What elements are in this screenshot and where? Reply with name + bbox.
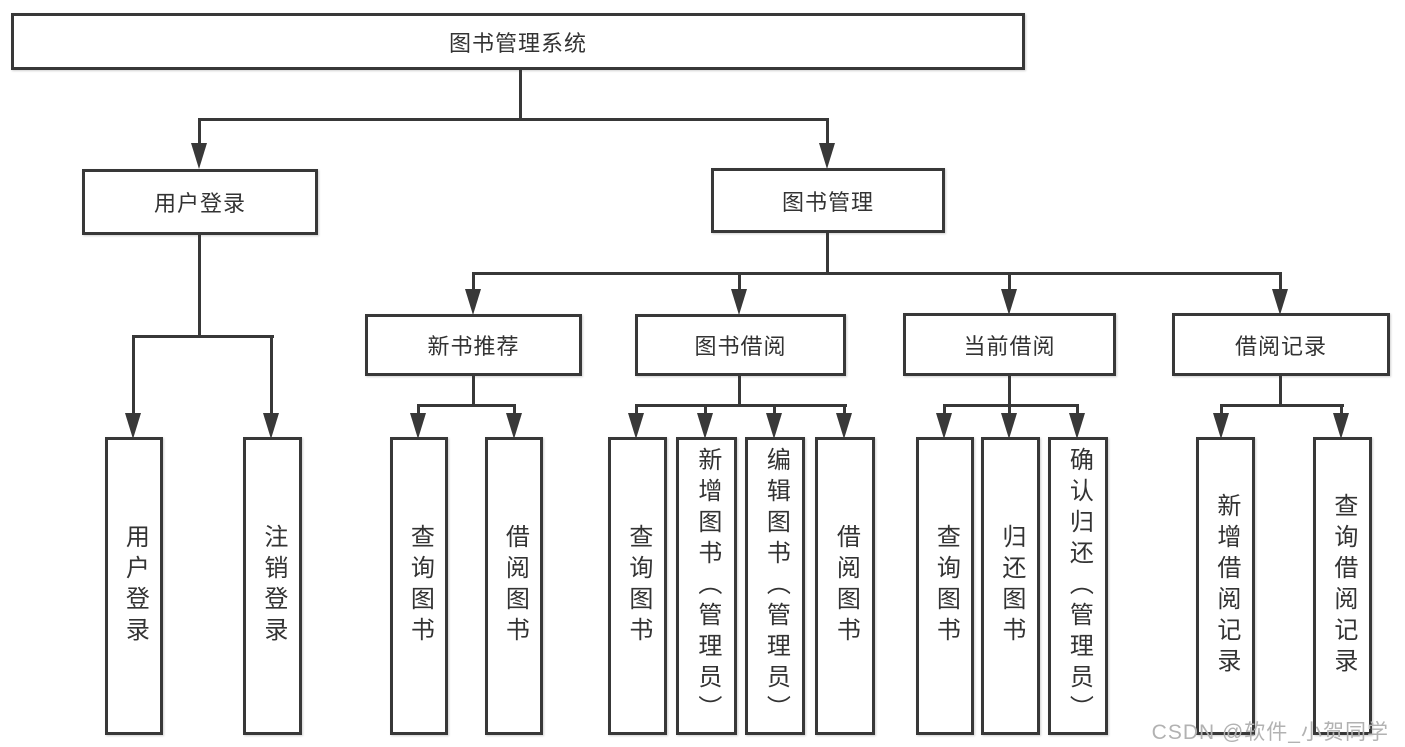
connector-vline xyxy=(519,70,522,121)
connector-arrow-shaft xyxy=(704,404,707,418)
node-label: 查询借阅记录 xyxy=(1329,493,1357,679)
node-label: 图书管理 xyxy=(781,189,874,215)
node-book-management: 图书管理 xyxy=(711,168,945,233)
arrow-down-icon xyxy=(936,413,952,439)
arrow-down-icon xyxy=(1213,413,1229,439)
node-leaf-add-borrow-record: 新增借阅记录 xyxy=(1196,437,1255,735)
node-label: 新书推荐 xyxy=(427,334,520,359)
node-leaf-query-borrow-record: 查询借阅记录 xyxy=(1313,437,1372,735)
node-label: 用户登录 xyxy=(153,191,246,216)
connector-hline xyxy=(1220,404,1344,407)
arrow-down-icon xyxy=(263,413,279,439)
node-leaf-logout: 注销登录 xyxy=(243,437,302,735)
node-user-login-group: 用户登录 xyxy=(82,169,318,235)
node-leaf-borrow-books: 借阅图书 xyxy=(815,437,875,735)
connector-vline xyxy=(1008,374,1011,407)
connector-arrow-shaft xyxy=(513,404,516,418)
node-label: 借阅记录 xyxy=(1234,333,1327,359)
node-label: 注销登录 xyxy=(259,524,287,648)
connector-arrow-shaft xyxy=(635,404,638,418)
node-label: 新增图书（管理员） xyxy=(693,446,721,726)
node-label: 确认归还（管理员） xyxy=(1065,446,1093,726)
connector-arrow-shaft xyxy=(826,118,829,148)
connector-arrow-shaft xyxy=(943,404,946,418)
connector-arrow-shaft xyxy=(1340,404,1343,418)
node-leaf-add-books-admin: 新增图书（管理员） xyxy=(676,437,737,735)
arrow-down-icon xyxy=(1001,289,1017,315)
connector-arrow-shaft xyxy=(472,272,475,296)
node-new-book-recommend: 新书推荐 xyxy=(365,314,582,376)
node-label: 当前借阅 xyxy=(963,333,1056,359)
connector-arrow-shaft xyxy=(1076,404,1079,418)
connector-arrow-shaft xyxy=(270,335,273,417)
arrow-down-icon xyxy=(465,289,481,315)
node-leaf-query-books-recommend: 查询图书 xyxy=(390,437,448,735)
csdn-watermark: CSDN @软件_小贺同学 xyxy=(1151,721,1389,744)
arrow-down-icon xyxy=(410,413,426,439)
node-leaf-query-books-current: 查询图书 xyxy=(916,437,974,735)
connector-arrow-shaft xyxy=(843,404,846,418)
arrow-down-icon xyxy=(697,413,713,439)
arrow-down-icon xyxy=(1272,289,1288,315)
node-label: 图书借阅 xyxy=(694,334,787,359)
node-label: 查询图书 xyxy=(932,524,960,648)
node-borrow-records: 借阅记录 xyxy=(1172,313,1390,376)
node-leaf-edit-books-admin: 编辑图书（管理员） xyxy=(745,437,805,735)
node-label: 图书管理系统 xyxy=(448,30,587,56)
node-leaf-query-books-borrow: 查询图书 xyxy=(608,437,667,735)
arrow-down-icon xyxy=(731,289,747,315)
connector-arrow-shaft xyxy=(132,335,135,417)
connector-vline xyxy=(472,374,475,407)
node-book-borrowing: 图书借阅 xyxy=(635,314,846,376)
connector-vline xyxy=(738,374,741,407)
connector-hline xyxy=(635,404,847,407)
node-label: 查询图书 xyxy=(406,524,434,648)
connector-arrow-shaft xyxy=(738,272,741,296)
arrow-down-icon xyxy=(766,413,782,439)
connector-hline xyxy=(472,272,1282,275)
connector-arrow-shaft xyxy=(1008,272,1011,296)
connector-arrow-shaft xyxy=(1220,404,1223,418)
arrow-down-icon xyxy=(1069,413,1085,439)
connector-vline xyxy=(198,234,201,338)
node-current-borrowing: 当前借阅 xyxy=(903,313,1116,376)
arrow-down-icon xyxy=(506,413,522,439)
node-label: 借阅图书 xyxy=(501,524,529,648)
connector-arrow-shaft xyxy=(773,404,776,418)
node-label: 编辑图书（管理员） xyxy=(762,446,790,726)
connector-arrow-shaft xyxy=(1279,272,1282,296)
node-leaf-return-books: 归还图书 xyxy=(981,437,1040,735)
node-leaf-borrow-books-recommend: 借阅图书 xyxy=(485,437,543,735)
connector-arrow-shaft xyxy=(1008,404,1011,418)
arrow-down-icon xyxy=(836,413,852,439)
arrow-down-icon xyxy=(1001,413,1017,439)
arrow-down-icon xyxy=(819,143,835,169)
arrow-down-icon xyxy=(191,143,207,169)
node-label: 用户登录 xyxy=(121,524,149,648)
connector-arrow-shaft xyxy=(417,404,420,418)
node-label: 新增借阅记录 xyxy=(1212,493,1240,679)
connector-hline xyxy=(943,404,1079,407)
node-leaf-user-login: 用户登录 xyxy=(105,437,163,735)
connector-vline xyxy=(826,231,829,275)
connector-vline xyxy=(1279,374,1282,407)
connector-arrow-shaft xyxy=(198,118,201,148)
connector-hline xyxy=(198,118,829,121)
arrow-down-icon xyxy=(125,413,141,439)
node-label: 查询图书 xyxy=(624,524,652,648)
node-leaf-confirm-return-admin: 确认归还（管理员） xyxy=(1048,437,1108,735)
connector-hline xyxy=(417,404,516,407)
node-book-management-system: 图书管理系统 xyxy=(11,13,1025,70)
node-label: 借阅图书 xyxy=(832,524,860,648)
arrow-down-icon xyxy=(1333,413,1349,439)
connector-hline xyxy=(132,335,274,338)
node-label: 归还图书 xyxy=(997,524,1025,648)
arrow-down-icon xyxy=(628,413,644,439)
